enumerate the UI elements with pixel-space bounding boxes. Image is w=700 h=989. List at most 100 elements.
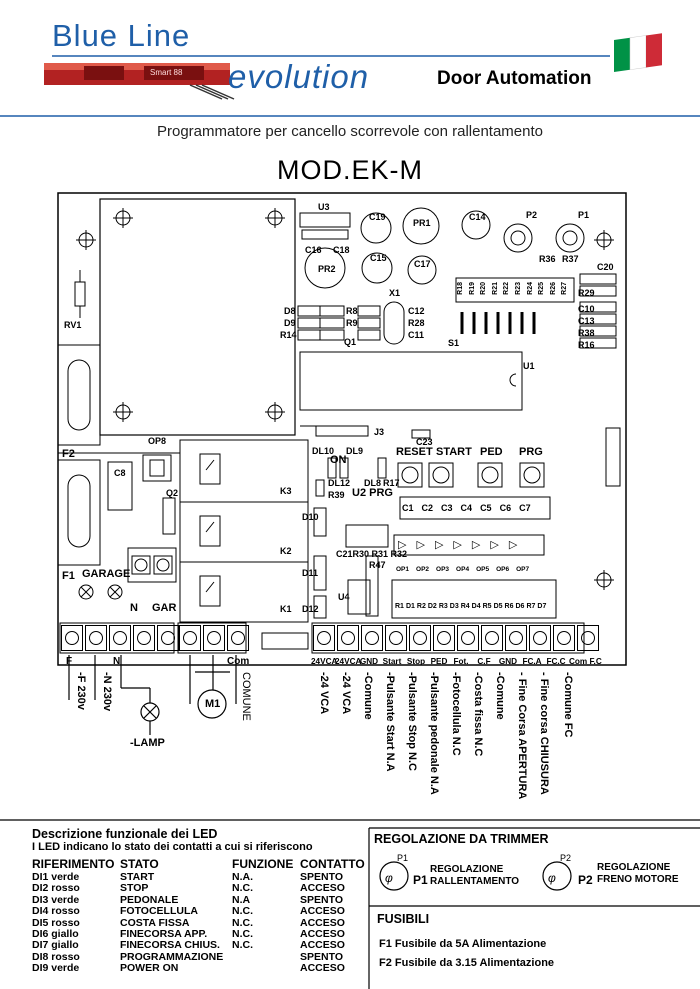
terminal-screw: [337, 625, 359, 651]
cell-contatto: ACCESO: [300, 916, 345, 929]
terminal-label: Com F.C: [569, 657, 602, 666]
label-pr1: PR1: [413, 218, 431, 228]
wiring-label-stop: -Pulsante Stop N.C: [406, 672, 418, 772]
terminal-screw: [577, 625, 599, 651]
label-c23: C23: [416, 437, 433, 447]
mounting-holes: [76, 208, 614, 590]
transformer: [99, 198, 296, 436]
brand-title: Blue Line: [52, 18, 191, 53]
label-r47: R47: [369, 560, 386, 570]
terminal-label: GND: [498, 657, 518, 666]
label-r39: R39: [328, 490, 345, 500]
header-stato: STATO: [120, 857, 159, 871]
cell-stato: COSTA FISSA: [120, 916, 190, 929]
wiring-label-24vca-2: -24 VCA: [340, 672, 352, 715]
reset-button-symbol: [397, 462, 423, 488]
btn-label-ped: PED: [480, 446, 503, 458]
label-d10: D10: [302, 512, 319, 522]
label-c10: C10: [578, 304, 595, 314]
trimmer-p2-label: P2: [578, 873, 593, 887]
trimmer-p2-text1: REGOLAZIONE: [597, 862, 671, 873]
label-p2: P2: [526, 210, 538, 220]
table-row: DI8 rosso PROGRAMMAZIONE SPENTO: [32, 950, 362, 963]
label-u1: U1: [523, 361, 535, 371]
cap-label: C6: [499, 503, 512, 513]
s1-switches: [460, 312, 536, 334]
cell-funzione: N.C.: [232, 916, 253, 929]
btn-label-reset: RESET: [396, 446, 433, 458]
wiring-label-f: -F 230v: [75, 672, 87, 710]
label-u3: U3: [318, 202, 330, 212]
dr-label: R3: [438, 603, 448, 610]
dr-label: R1: [395, 603, 404, 610]
terminal-screw: [433, 625, 455, 651]
dr-label: R2: [416, 603, 426, 610]
label-c17: C17: [414, 259, 431, 269]
cell-ref: DI5 rosso: [32, 916, 80, 929]
cell-stato: PEDONALE: [120, 893, 179, 906]
prg-button-symbol: [519, 462, 545, 488]
trimmer-p2-small: P2: [560, 853, 572, 863]
cell-stato: PROGRAMMAZIONE: [120, 950, 224, 963]
header-contatto: CONTATTO: [300, 857, 365, 871]
garage-lamp-symbol: [78, 584, 94, 600]
label-c19: C19: [369, 212, 386, 222]
label-dl10: DL10: [312, 446, 335, 456]
label-c18: C18: [333, 245, 350, 255]
label-r38: R38: [578, 328, 595, 338]
cell-stato: POWER ON: [120, 962, 179, 975]
cell-ref: DI8 rosso: [32, 950, 80, 963]
terminal-screw: [505, 625, 527, 651]
diode-arrow-icon: ▷: [453, 539, 462, 551]
op-label: OP4: [456, 566, 470, 573]
terminal-screws-right: [313, 625, 599, 651]
terminal-screw: [553, 625, 575, 651]
table-row: DI7 giallo FINECORSA CHIUS. N.C. ACCESO: [32, 939, 362, 952]
start-button-symbol: [428, 462, 454, 488]
btn-label-prg: PRG: [519, 446, 543, 458]
header-funzione: FUNZIONE: [232, 857, 294, 871]
cell-funzione: N.C.: [232, 939, 253, 952]
led-table-title: Descrizione funzionale dei LED: [32, 827, 218, 841]
terminal-label-f: F: [66, 656, 73, 667]
fusibile-f1: F1 Fusibile da 5A Alimentazione: [379, 938, 547, 950]
cap-label: C4: [460, 503, 473, 513]
op-label: OP1: [396, 566, 410, 573]
cell-stato: FINECORSA APP.: [120, 927, 208, 940]
cell-contatto: ACCESO: [300, 939, 345, 952]
label-r37: R37: [562, 254, 579, 264]
motor-symbol: [197, 689, 227, 719]
diode-arrow-icon: ▷: [398, 539, 407, 551]
terminal-screw: [457, 625, 479, 651]
label-r9: R9: [346, 318, 358, 328]
trimmer-p2-symbol: [542, 861, 572, 891]
brand-tagline: Door Automation: [437, 68, 592, 89]
label-f1: F1: [62, 570, 75, 582]
cell-funzione: N.A: [232, 893, 251, 906]
label-d12: D12: [302, 604, 319, 614]
wiring-label-comune-2: -Comune: [362, 672, 374, 720]
led-table-subtitle: I LED indicano lo stato dei contatti a c…: [32, 841, 313, 853]
label-on: ON: [330, 454, 347, 466]
wiring-label-comune: COMUNE: [240, 672, 252, 721]
diode-arrow-icon: ▷: [434, 539, 444, 551]
dr-label: R6: [504, 603, 514, 610]
cell-contatto: ACCESO: [300, 905, 345, 918]
terminal-label: Start: [382, 657, 402, 666]
terminal-label: PED: [430, 657, 448, 666]
dr-label: R4: [460, 603, 470, 610]
terminal-screw: [133, 625, 155, 651]
cell-ref: DI3 verde: [32, 893, 80, 906]
label-k1: K1: [280, 604, 292, 614]
label-s1: S1: [448, 338, 460, 348]
label-k3: K3: [280, 486, 292, 496]
ped-button-symbol: [477, 462, 503, 488]
label-u4: U4: [338, 592, 350, 602]
terminal-screw: [157, 625, 179, 651]
label-op8: OP8: [148, 436, 167, 446]
label-q1: Q1: [344, 337, 357, 347]
wiring-label-fotocellula: -Fotocellula N.C: [450, 672, 462, 756]
trimmer-p1-symbol: [379, 861, 409, 891]
